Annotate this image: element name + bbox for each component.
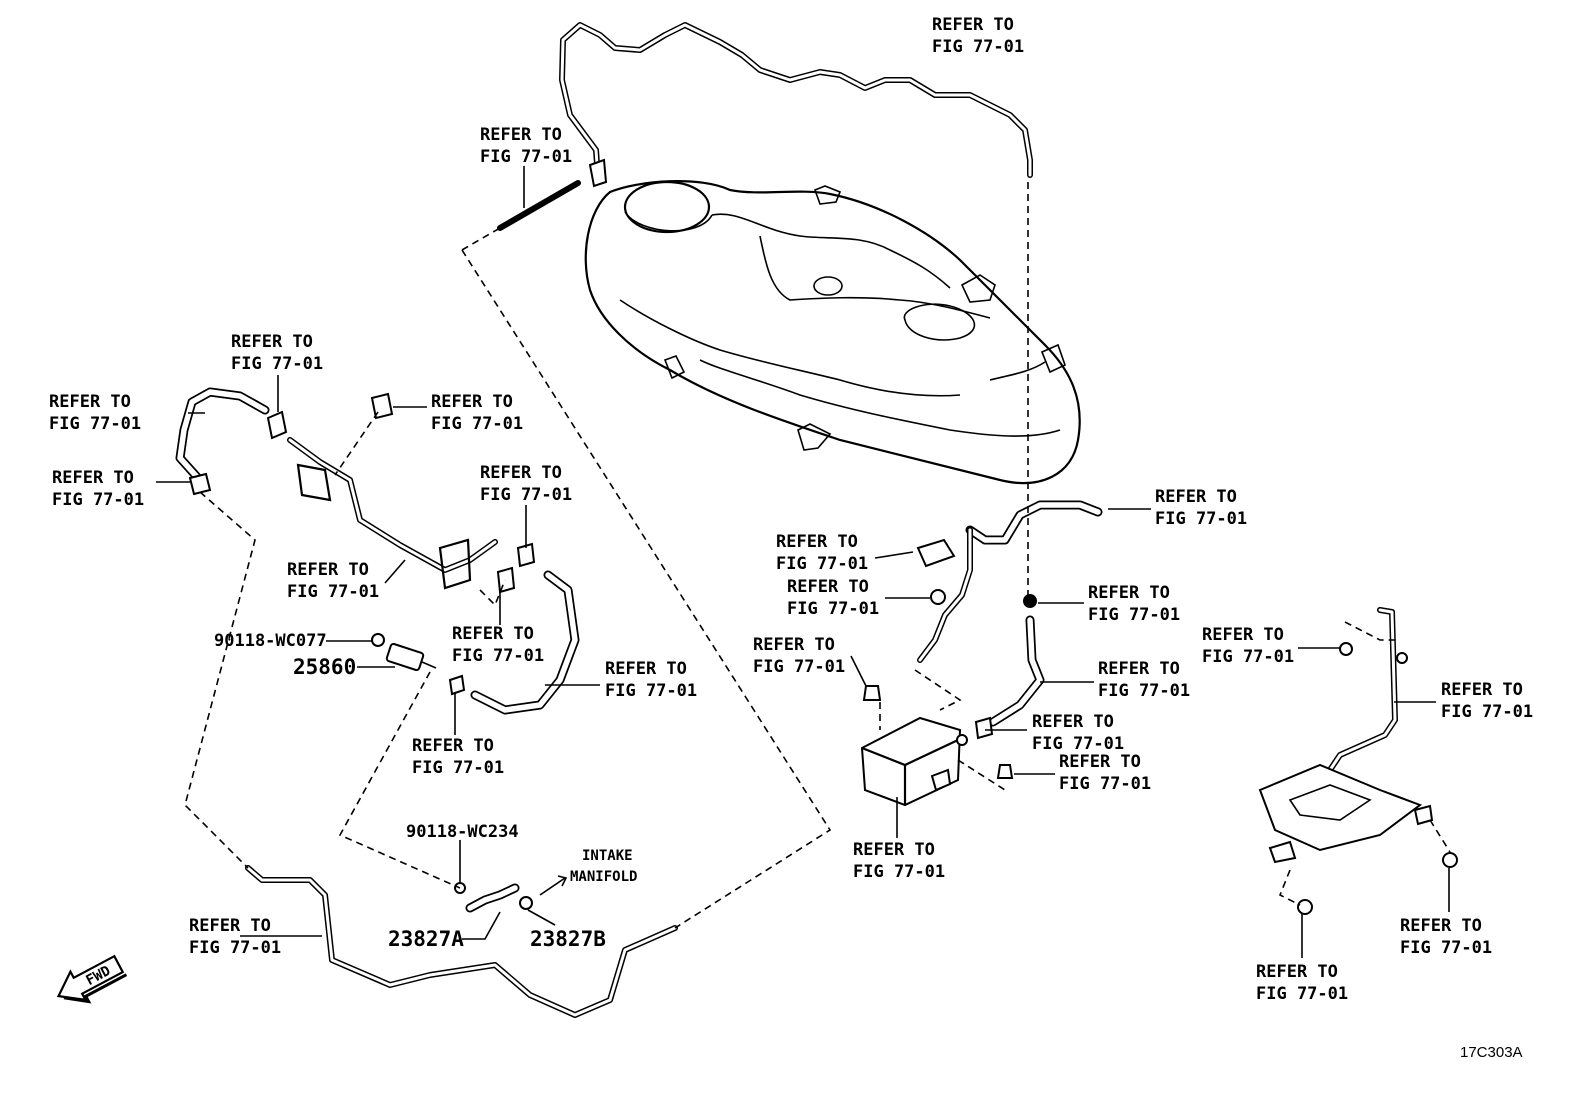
svg-text:FIG 77-01: FIG 77-01 bbox=[480, 147, 572, 167]
svg-text:MANIFOLD: MANIFOLD bbox=[570, 869, 637, 885]
svg-text:FIG 77-01: FIG 77-01 bbox=[189, 938, 281, 958]
refer-label-clip-left: REFER TO FIG 77-01 bbox=[52, 468, 144, 510]
right-dashed-guides bbox=[879, 182, 1029, 791]
svg-text:FIG 77-01: FIG 77-01 bbox=[853, 862, 945, 882]
refer-label-hose-mid: REFER TO FIG 77-01 bbox=[605, 659, 697, 701]
refer-label-bolt-top: REFER TO FIG 77-01 bbox=[431, 392, 523, 434]
svg-text:REFER TO: REFER TO bbox=[231, 332, 313, 352]
svg-text:REFER TO: REFER TO bbox=[1059, 752, 1141, 772]
part-number-25860: 25860 bbox=[293, 655, 356, 679]
svg-text:REFER TO: REFER TO bbox=[1400, 916, 1482, 936]
svg-text:FIG 77-01: FIG 77-01 bbox=[231, 354, 323, 374]
svg-text:FIG 77-01: FIG 77-01 bbox=[1256, 984, 1348, 1004]
svg-text:INTAKE: INTAKE bbox=[582, 848, 633, 864]
intake-manifold-label: INTAKE MANIFOLD bbox=[570, 848, 637, 885]
svg-text:FIG 77-01: FIG 77-01 bbox=[1088, 605, 1180, 625]
svg-text:FIG 77-01: FIG 77-01 bbox=[412, 758, 504, 778]
refer-label-hose-right: REFER TO FIG 77-01 bbox=[1098, 659, 1190, 701]
refer-label-clip-low: REFER TO FIG 77-01 bbox=[412, 736, 504, 778]
svg-text:REFER TO: REFER TO bbox=[1155, 487, 1237, 507]
svg-text:FIG 77-01: FIG 77-01 bbox=[605, 681, 697, 701]
svg-text:FIG 77-01: FIG 77-01 bbox=[1098, 681, 1190, 701]
leader-lines bbox=[156, 166, 1450, 958]
refer-label-vent-hose: REFER TO FIG 77-01 bbox=[1155, 487, 1247, 529]
figure-code: 17C303A bbox=[1460, 1044, 1523, 1061]
sensor-25860-shape bbox=[371, 633, 437, 672]
svg-text:FIG 77-01: FIG 77-01 bbox=[1400, 938, 1492, 958]
fuel-tank bbox=[584, 180, 1081, 485]
svg-text:REFER TO: REFER TO bbox=[776, 532, 858, 552]
svg-text:FIG 77-01: FIG 77-01 bbox=[1032, 734, 1124, 754]
svg-text:REFER TO: REFER TO bbox=[480, 125, 562, 145]
svg-text:REFER TO: REFER TO bbox=[431, 392, 513, 412]
svg-text:FIG 77-01: FIG 77-01 bbox=[1202, 647, 1294, 667]
refer-label-nut-canister: REFER TO FIG 77-01 bbox=[1059, 752, 1151, 794]
refer-label-canister: REFER TO FIG 77-01 bbox=[853, 840, 945, 882]
bracket-assembly bbox=[1258, 607, 1458, 915]
part-number-23827b: 23827B bbox=[530, 927, 606, 951]
refer-label-clip-canister: REFER TO FIG 77-01 bbox=[1032, 712, 1124, 754]
svg-text:FIG 77-01: FIG 77-01 bbox=[1059, 774, 1151, 794]
refer-label-bolt-mid: REFER TO FIG 77-01 bbox=[452, 624, 544, 666]
part-number-90118-wc077: 90118-WC077 bbox=[214, 631, 327, 651]
svg-text:FIG 77-01: FIG 77-01 bbox=[480, 485, 572, 505]
svg-text:REFER TO: REFER TO bbox=[1441, 680, 1523, 700]
refer-label-bracket-nut-left: REFER TO FIG 77-01 bbox=[1256, 962, 1348, 1004]
svg-text:FIG 77-01: FIG 77-01 bbox=[932, 37, 1024, 57]
svg-text:FIG 77-01: FIG 77-01 bbox=[787, 599, 879, 619]
refer-label-clamp: REFER TO FIG 77-01 bbox=[787, 577, 879, 619]
svg-text:REFER TO: REFER TO bbox=[52, 468, 134, 488]
refer-label-pipe-mid: REFER TO FIG 77-01 bbox=[287, 560, 379, 602]
refer-label-bracket-nut-right: REFER TO FIG 77-01 bbox=[1400, 916, 1492, 958]
svg-text:REFER TO: REFER TO bbox=[932, 15, 1014, 35]
svg-text:FIG 77-01: FIG 77-01 bbox=[287, 582, 379, 602]
svg-text:REFER TO: REFER TO bbox=[49, 392, 131, 412]
intake-hose bbox=[454, 875, 568, 913]
part-number-90118-wc234: 90118-WC234 bbox=[406, 822, 519, 842]
refer-label-tank-left: REFER TO FIG 77-01 bbox=[480, 125, 572, 167]
svg-text:REFER TO: REFER TO bbox=[189, 916, 271, 936]
refer-label-tank-top-right: REFER TO FIG 77-01 bbox=[932, 15, 1024, 57]
refer-label-connector: REFER TO FIG 77-01 bbox=[776, 532, 868, 574]
bracket-dashed-guides bbox=[1278, 621, 1451, 906]
svg-text:REFER TO: REFER TO bbox=[287, 560, 369, 580]
svg-text:FIG 77-01: FIG 77-01 bbox=[49, 414, 141, 434]
refer-label-hose-top: REFER TO FIG 77-01 bbox=[231, 332, 323, 374]
svg-text:FIG 77-01: FIG 77-01 bbox=[753, 657, 845, 677]
canister-assembly bbox=[860, 500, 1103, 807]
svg-text:FIG 77-01: FIG 77-01 bbox=[1155, 509, 1247, 529]
svg-text:REFER TO: REFER TO bbox=[853, 840, 935, 860]
refer-label-grommet: REFER TO FIG 77-01 bbox=[1088, 583, 1180, 625]
svg-text:REFER TO: REFER TO bbox=[1032, 712, 1114, 732]
refer-label-nut-left: REFER TO FIG 77-01 bbox=[753, 635, 845, 677]
tank-vapor-line bbox=[497, 22, 1033, 231]
part-number-23827a: 23827A bbox=[388, 927, 464, 951]
svg-text:FIG 77-01: FIG 77-01 bbox=[452, 646, 544, 666]
refer-label-bottom-line: REFER TO FIG 77-01 bbox=[189, 916, 281, 958]
svg-text:FIG 77-01: FIG 77-01 bbox=[1441, 702, 1533, 722]
fwd-arrow-icon: FWD bbox=[56, 954, 128, 1004]
refer-label-bracket: REFER TO FIG 77-01 bbox=[1441, 680, 1533, 722]
refer-label-hose-left: REFER TO FIG 77-01 bbox=[49, 392, 141, 434]
svg-text:FIG 77-01: FIG 77-01 bbox=[776, 554, 868, 574]
svg-text:REFER TO: REFER TO bbox=[605, 659, 687, 679]
svg-text:REFER TO: REFER TO bbox=[1202, 625, 1284, 645]
svg-text:REFER TO: REFER TO bbox=[412, 736, 494, 756]
refer-label-bracket-bolt: REFER TO FIG 77-01 bbox=[1202, 625, 1294, 667]
left-dashed-guides bbox=[184, 227, 832, 929]
svg-text:FIG 77-01: FIG 77-01 bbox=[431, 414, 523, 434]
svg-text:REFER TO: REFER TO bbox=[1256, 962, 1338, 982]
svg-text:REFER TO: REFER TO bbox=[1098, 659, 1180, 679]
refer-label-clip-mid: REFER TO FIG 77-01 bbox=[480, 463, 572, 505]
svg-text:REFER TO: REFER TO bbox=[787, 577, 869, 597]
svg-text:REFER TO: REFER TO bbox=[753, 635, 835, 655]
svg-text:REFER TO: REFER TO bbox=[452, 624, 534, 644]
left-hose-assembly bbox=[175, 387, 580, 715]
svg-text:FIG 77-01: FIG 77-01 bbox=[52, 490, 144, 510]
svg-text:REFER TO: REFER TO bbox=[1088, 583, 1170, 603]
bottom-fuel-line bbox=[245, 865, 678, 1018]
svg-text:REFER TO: REFER TO bbox=[480, 463, 562, 483]
